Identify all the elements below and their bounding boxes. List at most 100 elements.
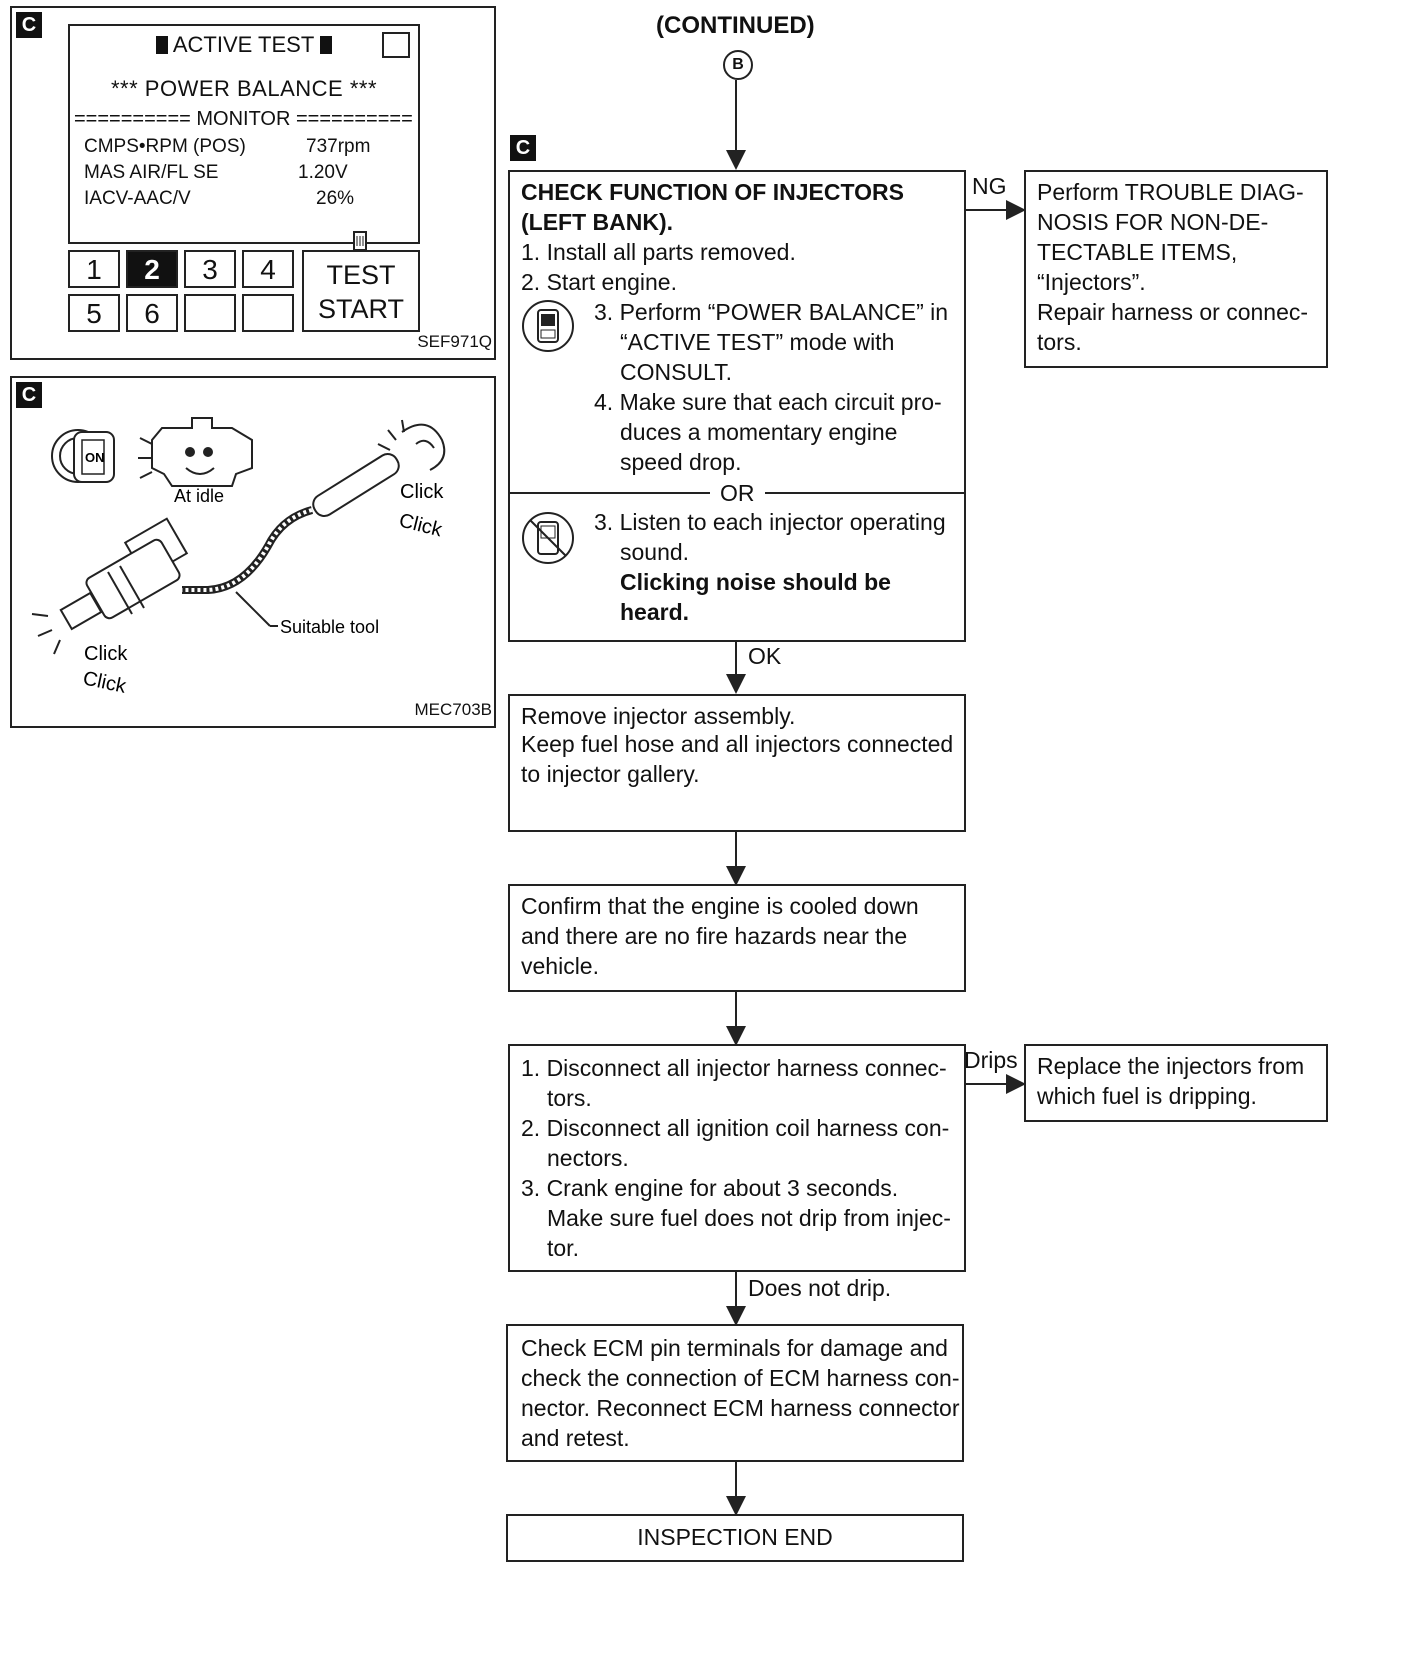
key-3[interactable]: 3 bbox=[184, 250, 236, 288]
consult-step: duces a momentary engine bbox=[620, 419, 898, 445]
check-injectors-box: CHECK FUNCTION OF INJECTORS (LEFT BANK).… bbox=[508, 170, 966, 642]
inspection-end-box: INSPECTION END bbox=[506, 1514, 964, 1562]
ecm-line: Check ECM pin terminals for damage and bbox=[521, 1335, 948, 1361]
consult-tool-icon bbox=[520, 298, 576, 354]
check-title-line-2: (LEFT BANK). bbox=[521, 209, 674, 235]
ng-line: NOSIS FOR NON-DE- bbox=[1037, 209, 1269, 235]
disconnect-line: 1. Disconnect all injector harness conne… bbox=[521, 1055, 947, 1081]
injector-illustration: ON At idle Cli bbox=[31, 417, 446, 698]
screen-corner-box bbox=[382, 32, 410, 58]
confirm-line: Confirm that the engine is cooled down bbox=[521, 893, 919, 919]
listen-expected: Clicking noise should be bbox=[620, 569, 891, 595]
listen-expected: heard. bbox=[620, 599, 690, 625]
figure-ref-code: SEF971Q bbox=[417, 332, 492, 351]
ng-label: NG bbox=[972, 173, 1007, 199]
consult-step: “ACTIVE TEST” mode with bbox=[620, 329, 895, 355]
test-start-label-2: START bbox=[317, 294, 404, 324]
remove-line: Keep fuel hose and all injectors connect… bbox=[521, 731, 954, 757]
replace-injectors-box: Replace the injectors from which fuel is… bbox=[1024, 1044, 1328, 1122]
consult-step: CONSULT. bbox=[620, 359, 733, 385]
stethoscope-tool-icon bbox=[182, 419, 446, 594]
ok-label: OK bbox=[748, 643, 782, 669]
does-not-drip-label: Does not drip. bbox=[748, 1275, 892, 1301]
injector-icon bbox=[31, 517, 278, 655]
check-title-line-1: CHECK FUNCTION OF INJECTORS bbox=[521, 179, 904, 205]
monitor-value: 1.20V bbox=[298, 162, 348, 183]
at-idle-label: At idle bbox=[174, 486, 224, 506]
disconnect-line: 2. Disconnect all ignition coil harness … bbox=[521, 1115, 950, 1141]
confirm-line: vehicle. bbox=[521, 953, 599, 979]
key-blank[interactable] bbox=[242, 294, 294, 332]
test-start-key[interactable]: TEST START bbox=[302, 250, 420, 332]
consult-screen-figure: C ACTIVE TEST *** POWER BALANCE *** ====… bbox=[10, 6, 496, 360]
remove-injector-box: Remove injector assembly. Keep fuel hose… bbox=[508, 694, 966, 832]
listen-step: sound. bbox=[620, 539, 690, 565]
click-label-bottom: Click bbox=[84, 643, 128, 665]
confirm-cooled-box: Confirm that the engine is cooled down a… bbox=[508, 884, 966, 992]
key-2[interactable]: 2 bbox=[126, 250, 178, 288]
ng-line: Repair harness or connec- bbox=[1037, 299, 1309, 325]
drips-label: Drips bbox=[964, 1047, 1018, 1073]
inspection-end-label: INSPECTION END bbox=[637, 1524, 833, 1550]
section-mark-c: C bbox=[16, 12, 42, 38]
ignition-key-icon bbox=[51, 429, 115, 483]
monitor-row: MAS AIR/FL SE bbox=[84, 162, 219, 183]
test-start-label-1: TEST bbox=[326, 260, 396, 290]
disconnect-line: Make sure fuel does not drip from injec- bbox=[547, 1205, 951, 1231]
continued-label: (CONTINUED) bbox=[656, 12, 815, 39]
key-1[interactable]: 1 bbox=[68, 250, 120, 288]
consult-step: 4. Make sure that each circuit pro- bbox=[594, 389, 942, 415]
consult-display: ACTIVE TEST *** POWER BALANCE *** ======… bbox=[68, 24, 420, 244]
monitor-row: IACV-AAC/V bbox=[84, 188, 191, 209]
ng-line: Perform TROUBLE DIAG- bbox=[1037, 179, 1304, 205]
consult-step: speed drop. bbox=[620, 449, 742, 475]
key-4[interactable]: 4 bbox=[242, 250, 294, 288]
connector-b-letter: B bbox=[732, 56, 744, 73]
key-on-label: ON bbox=[85, 450, 105, 465]
ng-trouble-diagnosis-box: Perform TROUBLE DIAG- NOSIS FOR NON-DE- … bbox=[1024, 170, 1328, 368]
suitable-tool-label: Suitable tool bbox=[280, 617, 379, 637]
drips-line: Replace the injectors from bbox=[1037, 1053, 1305, 1079]
active-test-title: ACTIVE TEST bbox=[172, 32, 314, 57]
connector-b-circle: B bbox=[723, 50, 753, 80]
hand-pointer-icon bbox=[350, 230, 370, 254]
section-mark-c: C bbox=[16, 382, 42, 408]
check-step: 1. Install all parts removed. bbox=[521, 239, 796, 265]
no-consult-icon bbox=[520, 510, 576, 566]
ecm-line: nector. Reconnect ECM harness connector bbox=[521, 1395, 960, 1421]
or-label: OR bbox=[710, 478, 765, 508]
ng-line: tors. bbox=[1037, 329, 1082, 355]
key-blank[interactable] bbox=[184, 294, 236, 332]
listen-step: 3. Listen to each injector operating bbox=[594, 509, 946, 535]
ecm-line: and retest. bbox=[521, 1425, 630, 1451]
remove-line: Remove injector assembly. bbox=[521, 703, 796, 729]
disconnect-line: nectors. bbox=[547, 1145, 629, 1171]
power-balance-heading: *** POWER BALANCE *** bbox=[110, 76, 378, 101]
monitor-line: ========== MONITOR ========== bbox=[74, 108, 413, 130]
remove-line: to injector gallery. bbox=[521, 761, 700, 787]
active-test-title-bar: ACTIVE TEST bbox=[70, 32, 418, 58]
confirm-line: and there are no fire hazards near the bbox=[521, 923, 908, 949]
monitor-row: CMPS•RPM (POS) bbox=[84, 136, 246, 157]
check-ecm-box: Check ECM pin terminals for damage and c… bbox=[506, 1324, 964, 1462]
ng-line: “Injectors”. bbox=[1037, 269, 1146, 295]
section-mark-c: C bbox=[510, 135, 536, 161]
key-5[interactable]: 5 bbox=[68, 294, 120, 332]
figure-ref-code: MEC703B bbox=[414, 700, 492, 719]
consult-step: 3. Perform “POWER BALANCE” in bbox=[594, 299, 949, 325]
key-6[interactable]: 6 bbox=[126, 294, 178, 332]
disconnect-line: tors. bbox=[547, 1085, 592, 1111]
click-label-top: Click bbox=[400, 481, 444, 503]
injector-listen-figure: C ON At idle bbox=[10, 376, 496, 728]
ng-line: TECTABLE ITEMS, bbox=[1037, 239, 1238, 265]
ecm-line: check the connection of ECM harness con- bbox=[521, 1365, 960, 1391]
monitor-value: 737rpm bbox=[306, 136, 371, 157]
monitor-value: 26% bbox=[316, 188, 355, 209]
check-step: 2. Start engine. bbox=[521, 269, 677, 295]
disconnect-line: tor. bbox=[547, 1235, 579, 1261]
engine-face-icon bbox=[138, 417, 253, 487]
disconnect-line: 3. Crank engine for about 3 seconds. bbox=[521, 1175, 899, 1201]
drips-line: which fuel is dripping. bbox=[1037, 1083, 1257, 1109]
disconnect-harness-box: 1. Disconnect all injector harness conne… bbox=[508, 1044, 966, 1272]
